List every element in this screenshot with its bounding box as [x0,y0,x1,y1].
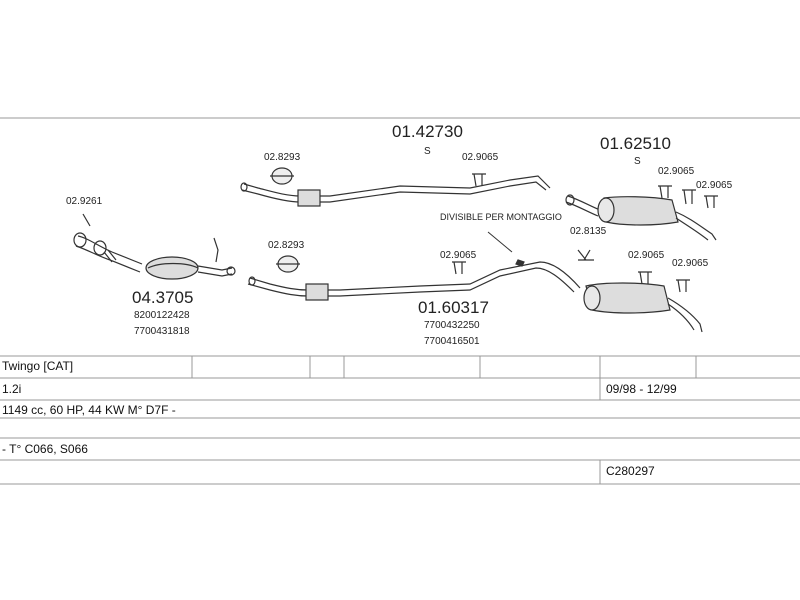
upper-gasket-code: 02.8293 [264,152,301,163]
lower-rear-code: 01.60317 [418,298,489,317]
front-pipe-oem-2: 7700431818 [134,326,190,337]
lower-end-hanger2-code: 02.9065 [672,258,709,269]
lower-bracket-code: 02.8135 [570,226,607,237]
lower-rear-oem-2: 7700416501 [424,336,480,347]
upper-rear-pipe [240,167,551,207]
front-pipe-oem-1: 8200122428 [134,310,190,321]
upper-rear-variant: S [424,146,431,157]
upper-end-hanger1-code: 02.9065 [658,166,695,177]
front-pipe-code: 04.3705 [132,288,194,307]
upper-rear-code: 01.42730 [392,122,463,141]
table-types: - T° C066, S066 [2,442,88,456]
front-pipe-catalyst [73,213,236,280]
lower-rear-pipe [247,231,703,333]
cat-clamp-code: 02.9261 [66,196,103,207]
upper-end-variant: S [634,156,641,167]
lower-gasket-code: 02.8293 [268,240,305,251]
upper-end-code: 01.62510 [600,134,671,153]
table-engine: 1.2i [2,382,22,396]
table-spec: 1149 cc, 60 HP, 44 KW M° D7F - [2,403,176,417]
table-ref: C280297 [606,464,655,478]
lower-hanger-code: 02.9065 [440,250,477,261]
lower-end-hanger1-code: 02.9065 [628,250,665,261]
table-dates: 09/98 - 12/99 [606,382,677,396]
cut-note: DIVISIBLE PER MONTAGGIO [440,212,562,222]
upper-end-hanger2-code: 02.9065 [696,180,733,191]
table-model: Twingo [CAT] [2,359,74,373]
upper-end-silencer [565,185,718,241]
lower-rear-oem-1: 7700432250 [424,320,480,331]
upper-hanger-code: 02.9065 [462,152,499,163]
